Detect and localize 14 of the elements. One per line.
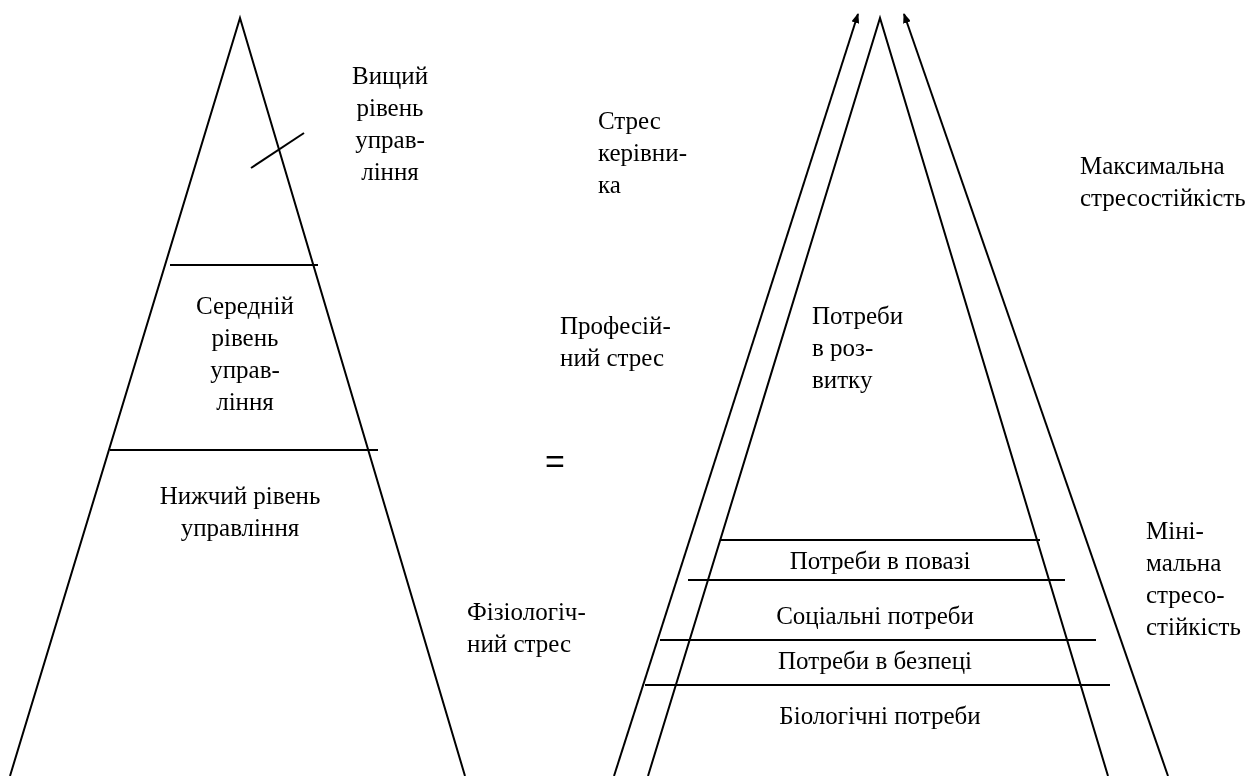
tier-label: Вищий рівень управ- ління (345, 60, 435, 210)
annotation-text: Фізіологіч- ний стрес (467, 597, 587, 659)
tier-label: Потреби в роз- витку (812, 300, 907, 430)
equals-sign: = (544, 441, 566, 482)
tier-label: Середній рівень управ- ління (185, 290, 305, 430)
tier-label: Соціальні потреби (690, 600, 1060, 636)
annotation-text: Стрес керівни- ка (598, 106, 688, 200)
tier-label: Біологічні потреби (650, 700, 1110, 736)
annotation-text: Міні- мальна стресо- стійкість (1146, 516, 1242, 642)
tier-label: Потреби в повазі (720, 545, 1040, 581)
tier-label: Нижчий рівень управління (110, 480, 370, 580)
annotation-text: Професій- ний стрес (560, 311, 672, 373)
annotation-text: Максимальна стресостійкість (1080, 151, 1247, 213)
tier-label: Потреби в безпеці (665, 645, 1085, 681)
